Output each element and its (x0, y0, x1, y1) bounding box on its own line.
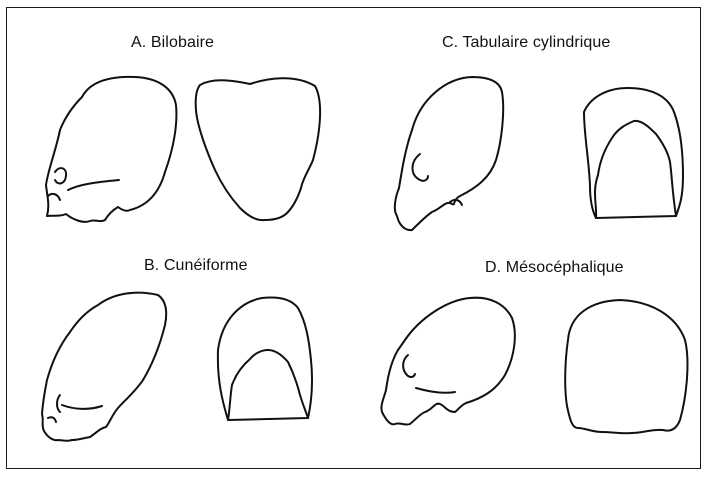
skull-c-frontal (584, 88, 683, 218)
skull-b-lateral (42, 293, 166, 441)
skull-c-lateral (395, 77, 503, 230)
skull-a-frontal (196, 78, 320, 220)
skull-b-frontal (218, 297, 312, 420)
skull-d-lateral (381, 298, 514, 425)
skull-a-lateral (46, 77, 176, 222)
skull-d-frontal (565, 300, 687, 433)
